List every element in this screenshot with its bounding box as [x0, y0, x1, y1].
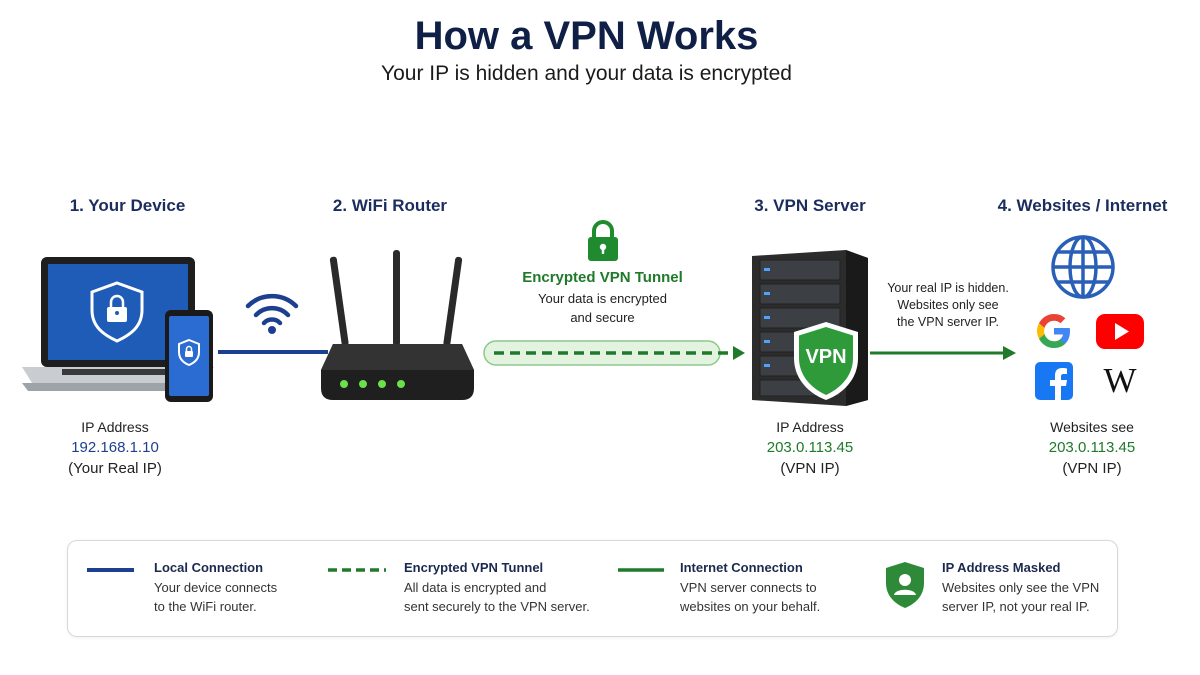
- tunnel-title: Encrypted VPN Tunnel: [522, 269, 683, 286]
- laptop-icon: [22, 257, 214, 391]
- websites-ip-note: (VPN IP): [1062, 460, 1122, 477]
- device-ip-label: IP Address: [81, 419, 149, 435]
- wifi-icon: [245, 293, 299, 334]
- facebook-icon[interactable]: [1035, 362, 1073, 400]
- legend-tunnel-swatch: [328, 568, 386, 572]
- page-title: How a VPN Works: [414, 14, 759, 58]
- server-ip-label: IP Address: [776, 419, 844, 435]
- step-server-label: 3. VPN Server: [754, 196, 866, 215]
- legend-tunnel-line2: sent securely to the VPN server.: [404, 599, 590, 614]
- hidden-ip-note-line3: the VPN server IP.: [897, 315, 999, 329]
- step-internet-label: 4. Websites / Internet: [997, 196, 1168, 215]
- websites-see-label: Websites see: [1050, 419, 1134, 435]
- globe-icon: [1051, 235, 1115, 299]
- legend-masked-title: IP Address Masked: [942, 560, 1061, 575]
- shield-icon: [794, 322, 858, 400]
- legend-local-swatch: [87, 568, 134, 572]
- phone-icon: [165, 310, 213, 402]
- legend-internet-line2: websites on your behalf.: [680, 599, 821, 614]
- vpn-badge-label: VPN: [805, 346, 847, 368]
- legend-masked-line2: server IP, not your real IP.: [942, 599, 1090, 614]
- device-ip-note: (Your Real IP): [68, 460, 162, 477]
- websites-ip-value: 203.0.113.45: [1048, 439, 1136, 456]
- router-icon: [321, 250, 474, 400]
- legend-tunnel-line1: All data is encrypted and: [404, 580, 547, 595]
- legend-internet-line1: VPN server connects to: [680, 580, 817, 595]
- server-ip-value: 203.0.113.45: [766, 439, 854, 456]
- wikipedia-icon[interactable]: W: [1103, 361, 1137, 400]
- step-router-label: 2. WiFi Router: [332, 196, 448, 215]
- youtube-icon[interactable]: [1096, 314, 1144, 350]
- tunnel-subtitle-line2: and secure: [570, 310, 635, 325]
- legend-local-line2: to the WiFi router.: [154, 599, 257, 614]
- legend-internet-swatch: [618, 568, 664, 572]
- legend-internet-title: Internet Connection: [680, 560, 803, 575]
- server-ip-note: (VPN IP): [780, 460, 840, 477]
- lock-icon: [588, 220, 618, 261]
- legend-box: [67, 540, 1118, 637]
- step-device-label: 1. Your Device: [69, 196, 186, 215]
- hidden-ip-note-line2: Websites only see: [897, 298, 999, 312]
- legend-masked-line1: Websites only see the VPN: [942, 580, 1100, 595]
- legend-local-line1: Your device connects: [154, 580, 278, 595]
- legend-local-title: Local Connection: [154, 560, 264, 575]
- internet-arrowhead: [1003, 346, 1016, 360]
- user-shield-icon: [886, 562, 924, 608]
- hidden-ip-note-line1: Your real IP is hidden.: [887, 281, 1009, 295]
- google-icon[interactable]: [1034, 311, 1074, 351]
- legend-tunnel-title: Encrypted VPN Tunnel: [404, 560, 544, 575]
- tunnel-subtitle-line1: Your data is encrypted: [538, 291, 667, 306]
- device-ip-value: 192.168.1.10: [71, 439, 159, 456]
- tunnel-arrowhead: [733, 346, 745, 360]
- page-subtitle: Your IP is hidden and your data is encry…: [381, 62, 792, 85]
